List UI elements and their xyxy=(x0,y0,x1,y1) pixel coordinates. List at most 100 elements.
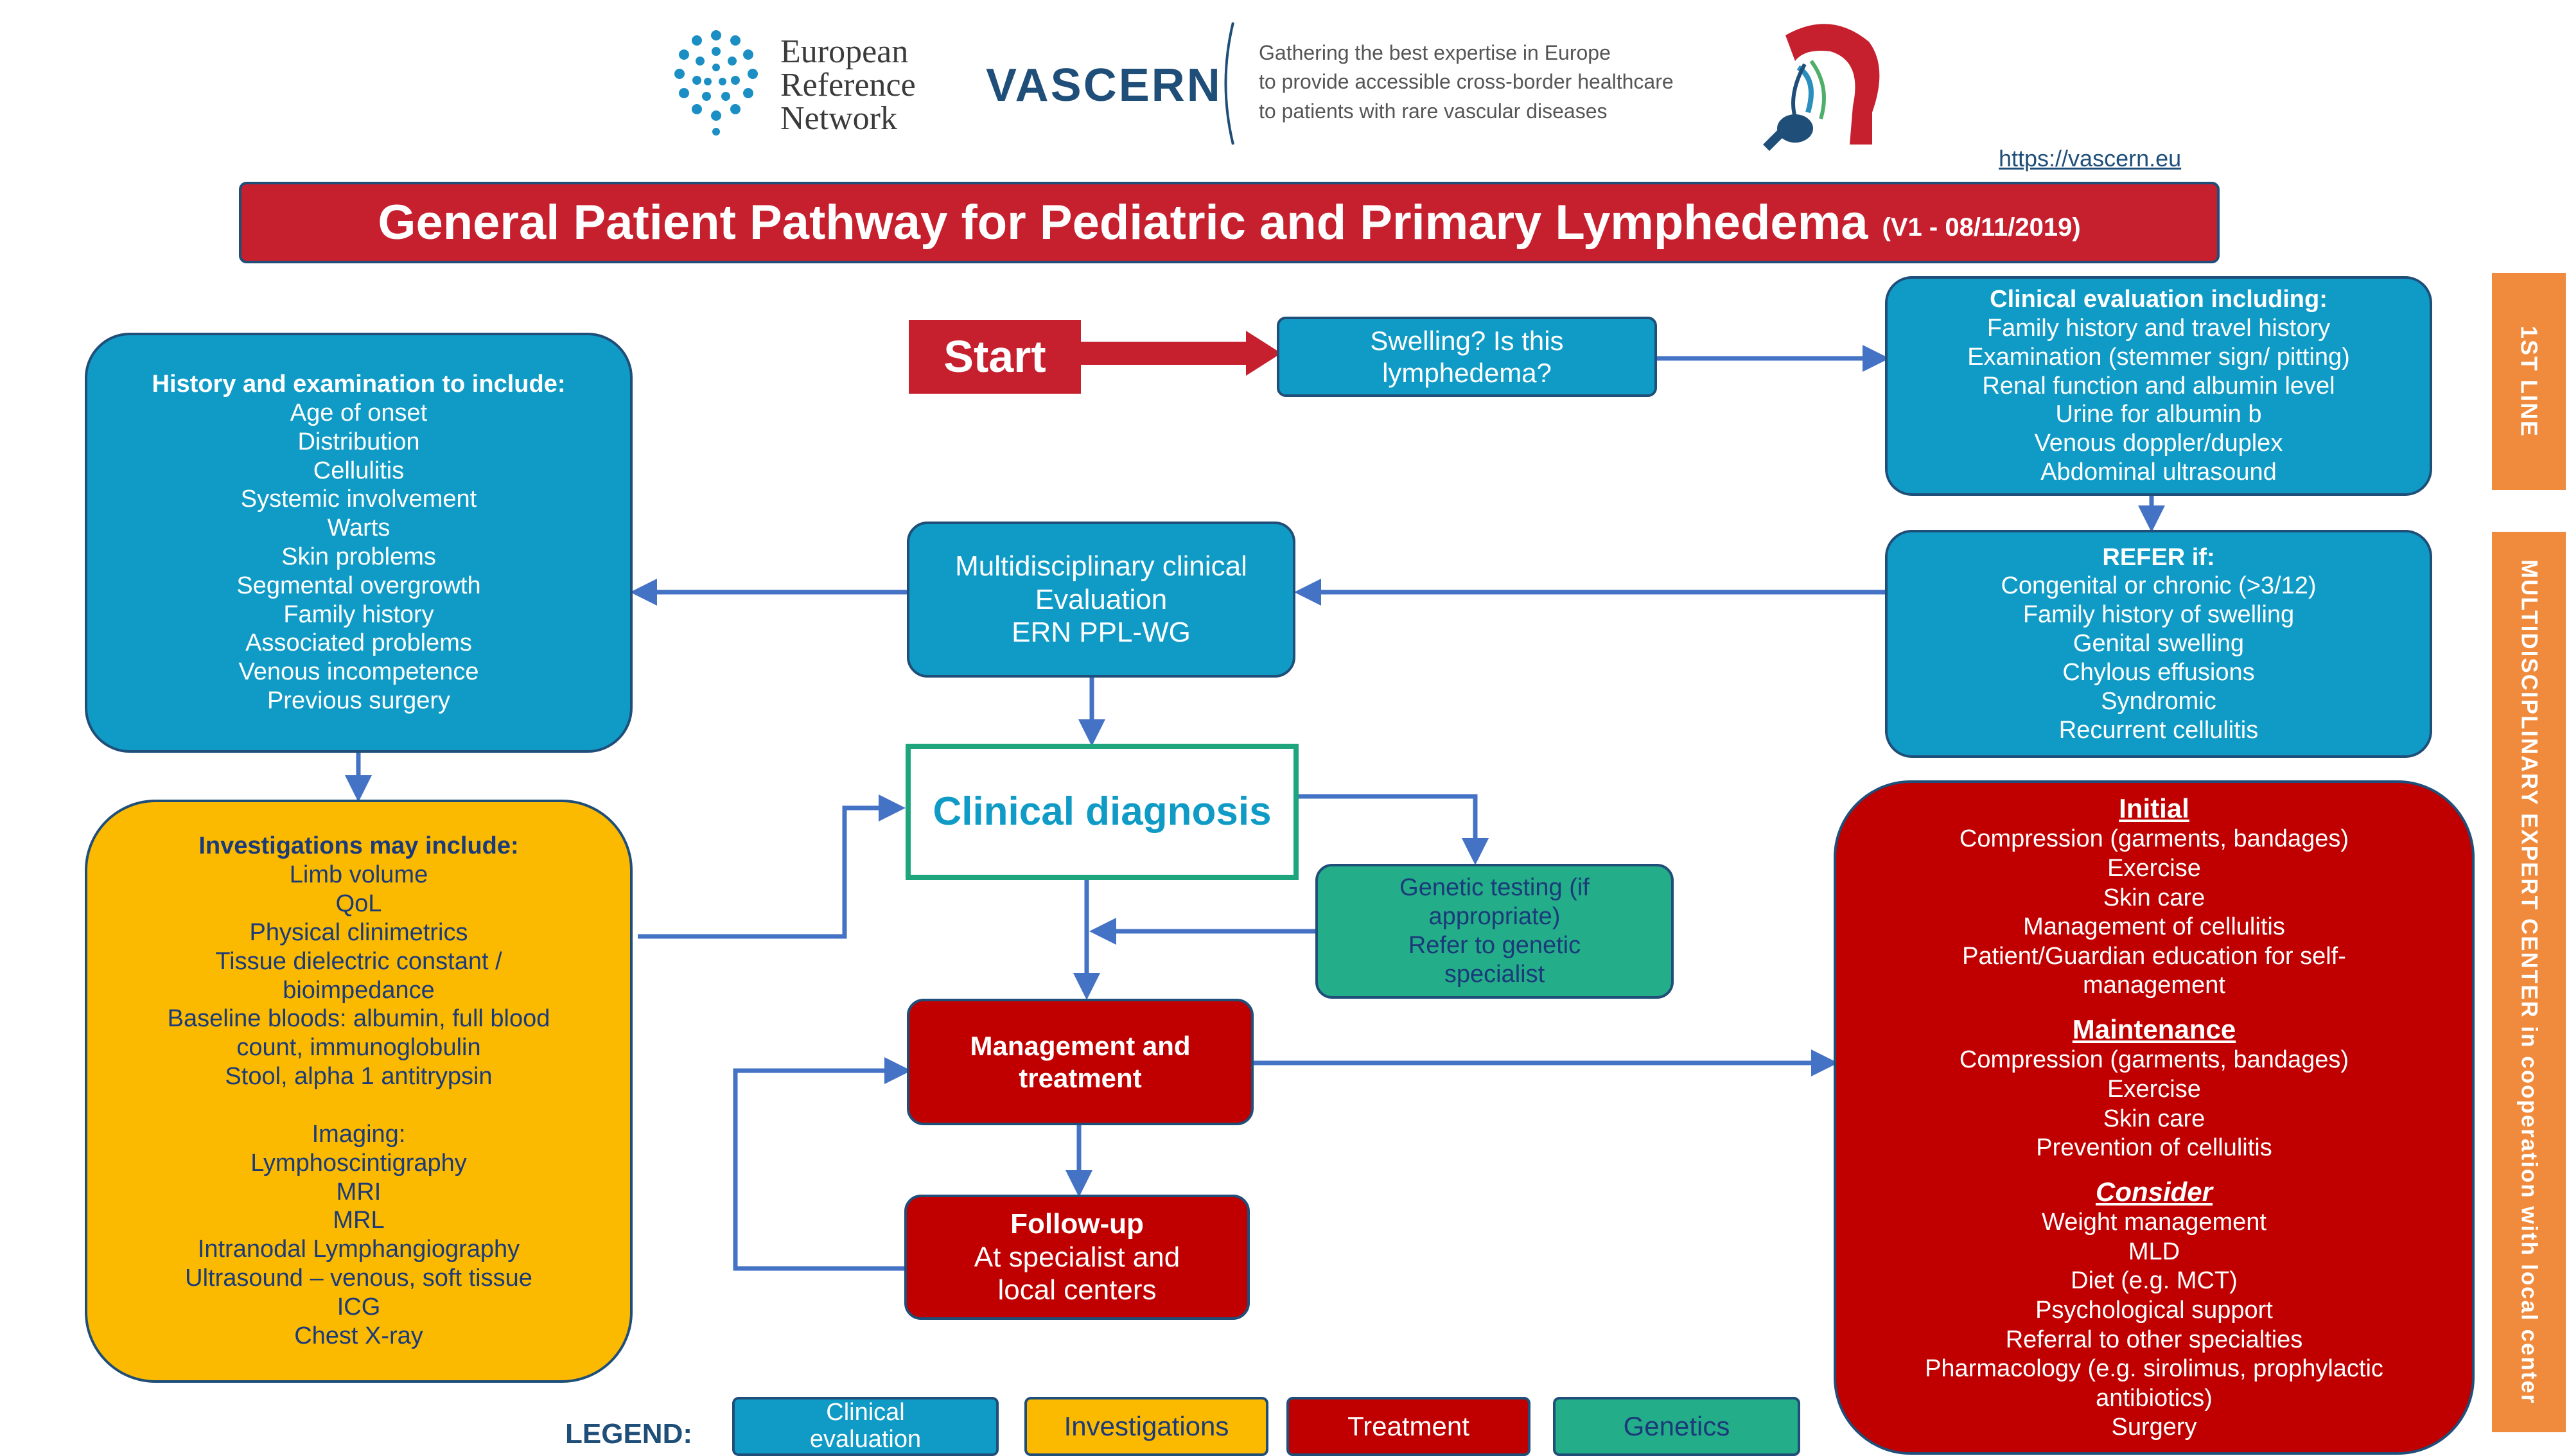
imaging-item: MRL xyxy=(333,1207,385,1234)
investigations-item: Tissue dielectric constant / xyxy=(215,947,502,975)
refer-item: Family history of swelling xyxy=(2022,601,2295,629)
vascern-logo-text: VASCERN xyxy=(986,60,1222,111)
initial-item: Exercise xyxy=(2107,855,2201,882)
management-box: Management and treatment xyxy=(907,999,1254,1125)
refer-item: Recurrent cellulitis xyxy=(2058,716,2259,744)
consider-heading: Consider xyxy=(2095,1176,2213,1207)
ern-name-line3: Network xyxy=(780,100,897,137)
imaging-item: Chest X-ray xyxy=(294,1322,423,1349)
consider-item: antibiotics) xyxy=(2096,1384,2213,1412)
investigations-item: Limb volume xyxy=(289,861,428,889)
swelling-line1: Swelling? Is this xyxy=(1370,325,1564,356)
arrow-diagnosis-to-genetic xyxy=(1299,794,1489,865)
maintenance-item: Exercise xyxy=(2107,1076,2201,1103)
history-item: Family history xyxy=(283,601,434,628)
bracket-divider-icon xyxy=(1224,22,1234,145)
imaging-item: MRI xyxy=(336,1178,381,1206)
followup-line2: At specialist and xyxy=(974,1241,1180,1273)
legend-label: LEGEND: xyxy=(565,1418,692,1450)
ern-name-line1: European xyxy=(780,33,909,70)
investigations-box: Investigations may include: Limb volume … xyxy=(85,800,633,1383)
start-arrow-icon xyxy=(1079,331,1281,376)
history-box: History and examination to include: Age … xyxy=(85,333,633,753)
swelling-box: Swelling? Is this lymphedema? xyxy=(1277,317,1657,397)
refer-heading: REFER if: xyxy=(2102,543,2215,571)
history-item: Skin problems xyxy=(281,543,436,570)
multidisciplinary-evaluation-box: Multidisciplinary clinical Evaluation ER… xyxy=(907,522,1295,678)
investigations-item: QoL xyxy=(335,890,382,918)
legend-clinical-evaluation: Clinical evaluation xyxy=(732,1397,999,1456)
refer-item: Genital swelling xyxy=(2073,630,2245,658)
consider-item: Surgery xyxy=(2111,1414,2197,1441)
consider-item: Referral to other specialties xyxy=(2005,1326,2303,1353)
clinical-eval-item: Examination (stemmer sign/ pitting) xyxy=(1967,343,2350,371)
clinical-eval-item: Renal function and albumin level xyxy=(1982,372,2335,399)
vascern-url-link[interactable]: https://vascern.eu xyxy=(1999,145,2182,171)
genetic-line4: specialist xyxy=(1444,960,1545,988)
imaging-item: Intranodal Lymphangiography xyxy=(197,1236,520,1263)
history-item: Warts xyxy=(327,514,390,542)
arrow-investigations-to-diagnosis xyxy=(638,794,906,939)
clinical-eval-item: Abdominal ultrasound xyxy=(2040,459,2277,486)
start-label: Start xyxy=(943,331,1046,382)
initial-heading: Initial xyxy=(2119,793,2189,824)
tagline-line3: to patients with rare vascular diseases xyxy=(1259,99,1608,123)
legend-investigations-label: Investigations xyxy=(1064,1411,1229,1442)
consider-item: Diet (e.g. MCT) xyxy=(2071,1267,2238,1295)
genetic-testing-box: Genetic testing (if appropriate) Refer t… xyxy=(1315,864,1674,999)
maintenance-heading: Maintenance xyxy=(2072,1014,2236,1045)
legend-clinical-line1: Clinical xyxy=(826,1399,905,1426)
genetic-line2: appropriate) xyxy=(1428,903,1561,931)
legend-clinical-line2: evaluation xyxy=(809,1426,922,1453)
consider-item: Psychological support xyxy=(2035,1296,2273,1324)
history-item: Venous incompetence xyxy=(238,658,479,686)
history-item: Previous surgery xyxy=(267,687,451,715)
investigations-item: Physical clinimetrics xyxy=(249,918,468,946)
history-item: Segmental overgrowth xyxy=(236,572,481,599)
vascular-logo-icon xyxy=(1763,24,1880,151)
first-line-label: 1ST LINE xyxy=(2516,325,2543,438)
arrow-followup-loop xyxy=(733,1057,911,1271)
clinical-eval-item: Family history and travel history xyxy=(1986,314,2331,342)
investigations-heading: Investigations may include: xyxy=(198,832,519,860)
clinical-eval-heading: Clinical evaluation including: xyxy=(1990,286,2328,313)
expert-center-sidebar: MULTIDISCIPLINARY EXPERT CENTER in coope… xyxy=(2492,532,2566,1432)
multi-line3: ERN PPL-WG xyxy=(1012,617,1191,649)
management-line1: Management and xyxy=(970,1030,1191,1061)
history-item: Age of onset xyxy=(290,399,428,426)
initial-item: Compression (garments, bandages) xyxy=(1959,825,2349,853)
initial-item: Skin care xyxy=(2103,884,2205,911)
clinical-eval-item: Urine for albumin b xyxy=(2055,401,2262,428)
ern-name-line2: Reference xyxy=(780,67,916,103)
page-title: General Patient Pathway for Pediatric an… xyxy=(378,195,1868,250)
consider-item: Weight management xyxy=(2042,1209,2267,1236)
legend-investigations: Investigations xyxy=(1024,1397,1268,1456)
history-item: Systemic involvement xyxy=(240,486,477,513)
followup-line3: local centers xyxy=(997,1274,1157,1306)
clinical-evaluation-box: Clinical evaluation including: Family hi… xyxy=(1885,276,2432,496)
multi-line1: Multidisciplinary clinical xyxy=(955,550,1247,582)
maintenance-item: Skin care xyxy=(2103,1105,2205,1132)
clinical-diagnosis-box: Clinical diagnosis xyxy=(906,744,1299,880)
refer-item: Syndromic xyxy=(2101,687,2216,715)
tagline-line2: to provide accessible cross-border healt… xyxy=(1259,70,1674,94)
initial-item: management xyxy=(2083,972,2225,999)
title-version: (V1 - 08/11/2019) xyxy=(1882,213,2081,241)
investigations-item: count, immunoglobulin xyxy=(236,1034,481,1062)
refer-item: Chylous effusions xyxy=(2062,658,2255,686)
multi-line2: Evaluation xyxy=(1035,583,1168,615)
expert-center-label: MULTIDISCIPLINARY EXPERT CENTER in coope… xyxy=(2516,559,2542,1405)
imaging-heading: Imaging: xyxy=(311,1120,406,1148)
genetic-line1: Genetic testing (if xyxy=(1399,874,1590,902)
clinical-eval-item: Venous doppler/duplex xyxy=(2034,430,2283,457)
genetic-line3: Refer to genetic xyxy=(1408,932,1581,959)
management-line2: treatment xyxy=(1019,1062,1142,1093)
ern-logo-icon xyxy=(674,30,758,136)
maintenance-item: Prevention of cellulitis xyxy=(2036,1134,2272,1162)
swelling-line2: lymphedema? xyxy=(1382,357,1552,388)
title-bar: General Patient Pathway for Pediatric an… xyxy=(239,182,2220,263)
first-line-sidebar: 1ST LINE xyxy=(2492,273,2566,490)
investigations-item: Stool, alpha 1 antitrypsin xyxy=(225,1063,493,1091)
history-item: Associated problems xyxy=(245,629,472,657)
imaging-item: Ultrasound – venous, soft tissue xyxy=(185,1265,532,1292)
